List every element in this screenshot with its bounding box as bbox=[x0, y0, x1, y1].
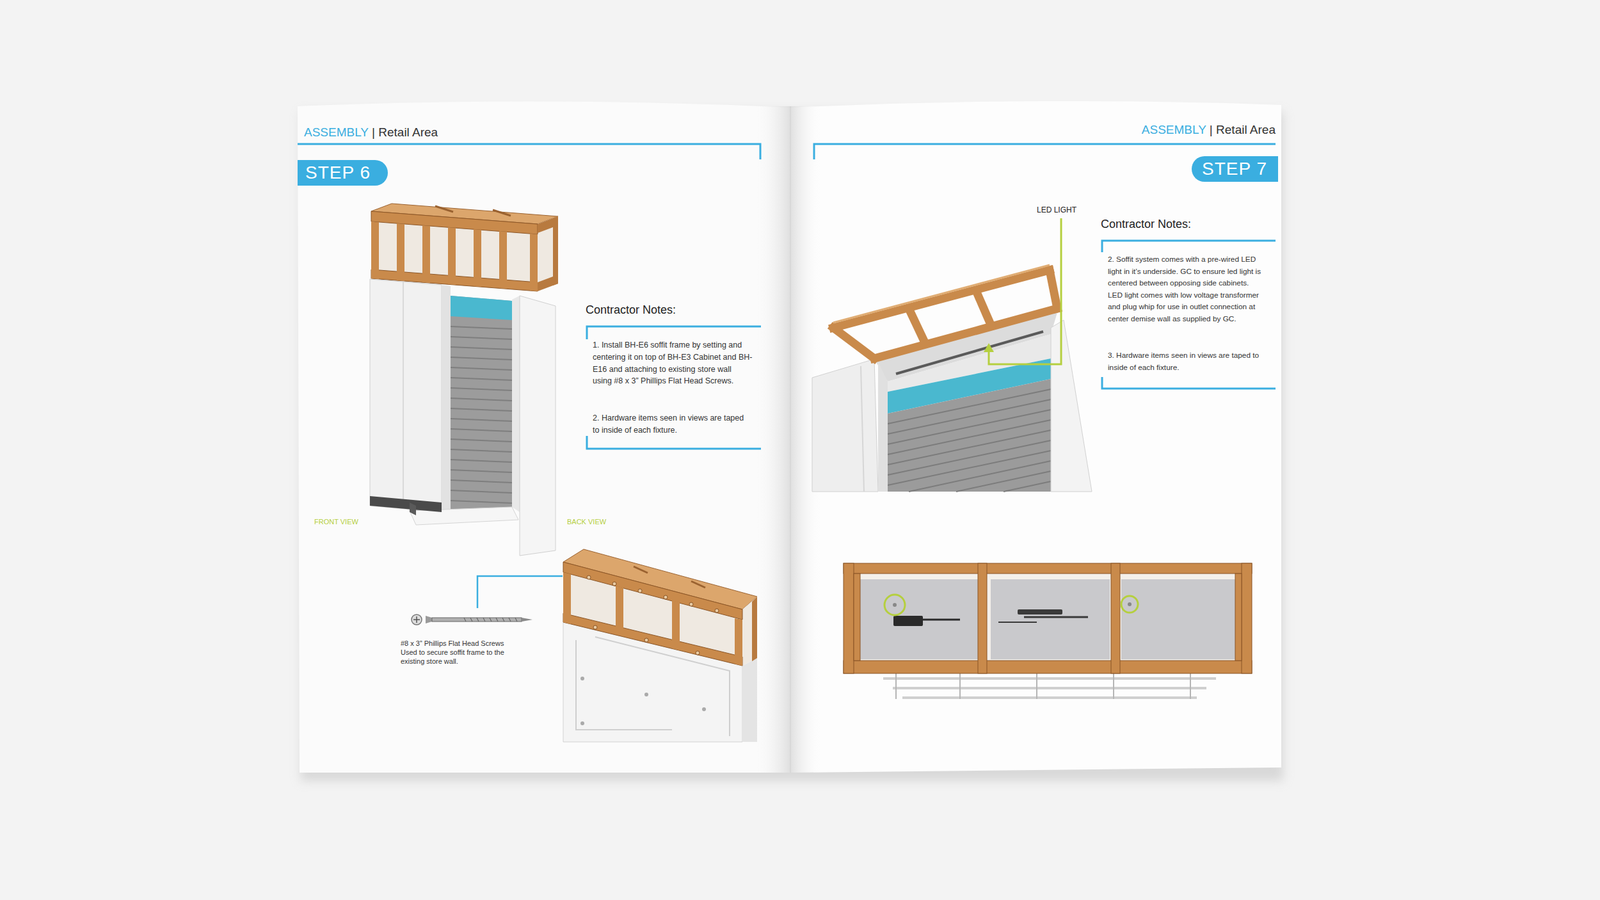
view-label: BACK VIEW bbox=[567, 517, 607, 526]
bracket-line bbox=[1102, 240, 1276, 253]
view-label: FRONT VIEW bbox=[314, 517, 359, 526]
soffit-frame-front bbox=[371, 203, 559, 292]
note-text: 2. Soffit system comes with a pre-wired … bbox=[1107, 253, 1265, 325]
screw-caption: #8 x 3” Phillips Flat Head Screws Used t… bbox=[400, 638, 523, 666]
screw-callout bbox=[411, 568, 580, 625]
soffit-led-view bbox=[812, 264, 1092, 492]
step-badge: STEP 6 bbox=[297, 160, 388, 186]
notes-heading: Contractor Notes: bbox=[585, 303, 676, 317]
bracket-line bbox=[586, 326, 761, 340]
note-text: 2. Hardware items seen in views are tape… bbox=[592, 412, 753, 437]
note-text: 1. Install BH-E6 soffit frame by setting… bbox=[592, 339, 753, 388]
note-text: 3. Hardware items seen in views are tape… bbox=[1107, 349, 1265, 374]
bracket-line bbox=[1102, 376, 1276, 389]
step-label: STEP 6 bbox=[305, 162, 371, 184]
notes-heading: Contractor Notes: bbox=[1100, 217, 1192, 232]
header-title: | Retail Area bbox=[371, 125, 438, 140]
led-leader bbox=[983, 218, 1062, 365]
cabinet-front bbox=[369, 279, 556, 556]
header-title: | Retail Area bbox=[1209, 122, 1276, 137]
cabinet-back-view bbox=[563, 549, 758, 742]
header-section: ASSEMBLY bbox=[1141, 122, 1207, 137]
soffit-underside-view bbox=[843, 563, 1252, 699]
step-label: STEP 7 bbox=[1201, 158, 1268, 180]
bracket-line bbox=[586, 435, 761, 449]
step-badge: STEP 7 bbox=[1191, 156, 1279, 182]
header-section: ASSEMBLY bbox=[304, 125, 369, 140]
callout-label: LED LIGHT bbox=[1036, 205, 1077, 215]
